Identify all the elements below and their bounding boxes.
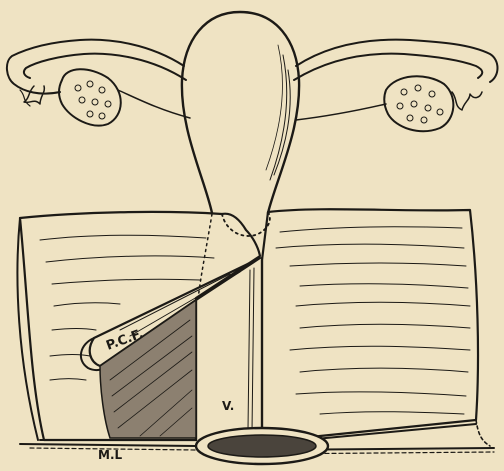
label-ml: M.L [98, 448, 123, 462]
vaginal-opening [196, 428, 328, 464]
label-v: V. [222, 399, 234, 413]
